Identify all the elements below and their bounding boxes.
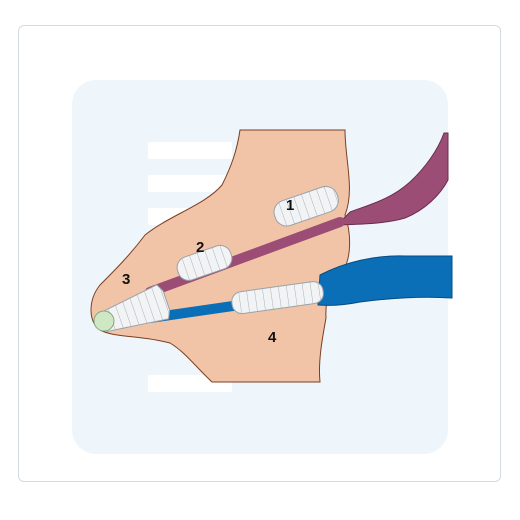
coil-segment-2: [176, 244, 233, 281]
coil-segment-1: [273, 185, 339, 227]
placeholder-bar: [148, 142, 232, 159]
coil-segment-3: [100, 284, 171, 333]
purple-tube: [145, 217, 345, 297]
label-3: 3: [122, 271, 130, 288]
purple-tube-outer: [335, 132, 449, 226]
rounded-tip: [93, 310, 115, 332]
placeholder-bar: [148, 175, 232, 192]
label-2: 2: [196, 239, 204, 256]
coil-segment-4: [231, 281, 324, 315]
label-4: 4: [268, 329, 277, 346]
label-1: 1: [286, 197, 294, 214]
blue-tube-outer: [317, 255, 453, 306]
